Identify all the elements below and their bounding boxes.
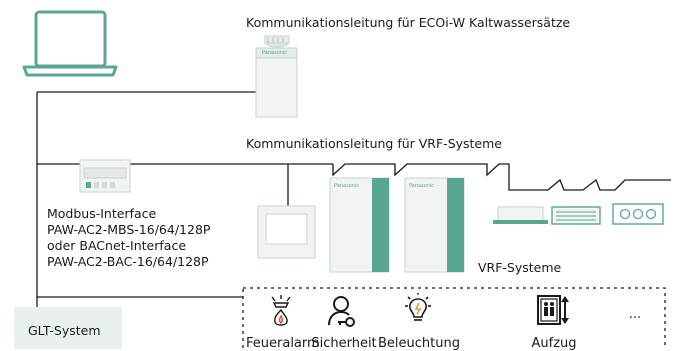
vrf-branch-line xyxy=(332,163,671,191)
vrf-line-label: Kommunikationsleitung für VRF-Systeme xyxy=(246,136,502,151)
brand-label-chiller: Panasonic xyxy=(262,50,288,56)
ecoi-line-label: Kommunikationsleitung für ECOi-W Kaltwas… xyxy=(246,15,571,30)
vrf-outdoor-unit-2 xyxy=(404,177,465,273)
interface-label-4: PAW-AC2-BAC-16/64/128P xyxy=(47,254,209,269)
interface-label-2: PAW-AC2-MBS-16/64/128P xyxy=(47,222,211,237)
brand-label-vrf-2: Panasonic xyxy=(409,183,435,189)
fire-alarm-icon xyxy=(271,295,291,326)
indoor-unit-wall xyxy=(551,206,601,225)
security-key-icon xyxy=(328,296,355,327)
interface-label-3: oder BACnet-Interface xyxy=(47,238,187,253)
vrf-systems-label: VRF-Systeme xyxy=(478,260,562,275)
interface-label-1: Modbus-Interface xyxy=(47,206,157,221)
category-label-lighting: Beleuchtung xyxy=(378,336,460,351)
modbus-interface-icon xyxy=(79,159,131,193)
glt-system-box: GLT-System xyxy=(14,307,122,349)
category-label-fire-alarm: Feueralarm xyxy=(246,336,320,351)
chiller-unit-icon xyxy=(255,35,298,118)
indoor-unit-ceiling xyxy=(612,203,664,225)
laptop-icon xyxy=(22,10,118,77)
indoor-unit-cassette xyxy=(493,206,548,224)
elevator-icon xyxy=(537,295,569,325)
vrf-outdoor-unit-1 xyxy=(329,177,390,273)
category-label-elevator: Aufzug xyxy=(531,336,577,351)
more-categories-indicator: ... xyxy=(628,307,642,322)
building-systems-box xyxy=(242,287,666,349)
category-label-security: Sicherheit xyxy=(311,336,377,351)
wall-controller-icon xyxy=(257,205,316,259)
light-bulb-icon xyxy=(405,293,431,321)
brand-label-vrf-1: Panasonic xyxy=(334,183,360,189)
glt-system-label: GLT-System xyxy=(28,323,101,338)
